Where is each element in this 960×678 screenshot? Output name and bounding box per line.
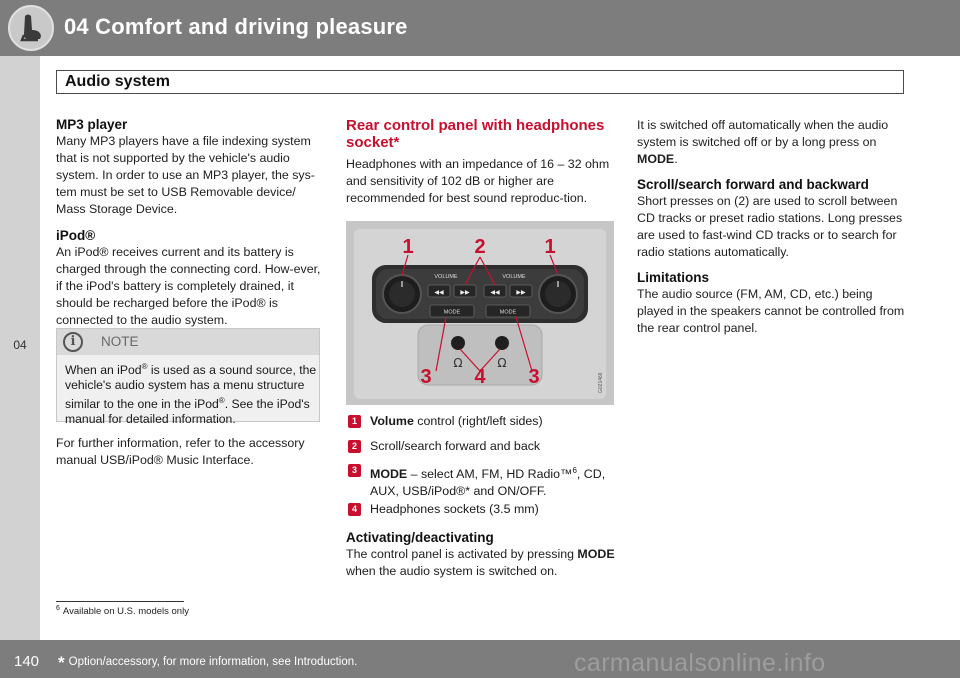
note-header: i NOTE bbox=[57, 329, 319, 355]
page-number: 140 bbox=[14, 653, 40, 670]
callout-3-right: 3 bbox=[528, 366, 539, 388]
activating-heading: Activating/deactivating bbox=[346, 530, 494, 545]
section-title: Audio system bbox=[65, 73, 170, 90]
callout-2: 2 bbox=[474, 236, 485, 258]
mp3-heading: MP3 player bbox=[56, 117, 128, 132]
svg-text:◀◀: ◀◀ bbox=[490, 290, 500, 296]
callout-badge: 3 bbox=[348, 464, 361, 477]
chapter-number: 04 bbox=[13, 338, 27, 352]
limitations-heading: Limitations bbox=[637, 270, 710, 285]
info-icon: i bbox=[63, 332, 83, 352]
continued-text: It is switched off automatically when th… bbox=[637, 118, 889, 166]
svg-text:Ω: Ω bbox=[453, 356, 462, 370]
chapter-header: 04 Comfort and driving pleasure bbox=[0, 0, 960, 56]
activating-section: Activating/deactivating The control pane… bbox=[346, 530, 616, 580]
mp3-body: Many MP3 players have a file indexing sy… bbox=[56, 134, 315, 216]
limitations-body: The audio source (FM, AM, CD, etc.) bein… bbox=[637, 287, 905, 335]
callout-1-right: 1 bbox=[544, 236, 555, 258]
chapter-side-tab: 04 bbox=[0, 56, 40, 640]
ipod-body: An iPod® receives current and its batter… bbox=[56, 245, 321, 327]
footnote-rule bbox=[56, 601, 184, 602]
callout-3-left: 3 bbox=[420, 366, 431, 388]
footer-note: *Option/accessory, for more information,… bbox=[58, 653, 358, 672]
page-footer: 140 *Option/accessory, for more informat… bbox=[0, 640, 960, 678]
callout-badge: 2 bbox=[348, 440, 361, 453]
section-bar: Audio system bbox=[56, 70, 904, 94]
mode-label-left: MODE bbox=[444, 310, 461, 316]
svg-text:◀◀: ◀◀ bbox=[434, 290, 444, 296]
scroll-heading: Scroll/search forward and backward bbox=[637, 177, 869, 192]
rear-panel-intro: Headphones with an impedance of 16 – 32 … bbox=[346, 157, 610, 205]
activating-body: The control panel is activated by pressi… bbox=[346, 547, 615, 578]
further-info: For further information, refer to the ac… bbox=[56, 436, 305, 467]
mode-label-right: MODE bbox=[500, 310, 517, 316]
scroll-body: Short presses on (2) are used to scroll … bbox=[637, 194, 903, 259]
image-code: G021466 bbox=[598, 372, 604, 393]
rear-control-panel-illustration: VOLUME VOLUME ◀◀ ▶▶ ◀◀ ▶▶ MODE MODE Ω Ω bbox=[346, 221, 614, 405]
left-column: MP3 player Many MP3 players have a file … bbox=[56, 117, 324, 329]
volume-label-left: VOLUME bbox=[434, 274, 458, 280]
svg-text:Ω: Ω bbox=[497, 356, 506, 370]
note-label: NOTE bbox=[101, 334, 139, 349]
middle-column: Rear control panel with headphones socke… bbox=[346, 117, 616, 207]
callout-1-left: 1 bbox=[402, 236, 413, 258]
volume-label-right: VOLUME bbox=[502, 274, 526, 280]
callout-4: 4 bbox=[474, 366, 486, 388]
ipod-heading: iPod® bbox=[56, 228, 96, 243]
note-box: i NOTE When an iPod® is used as a sound … bbox=[56, 328, 320, 426]
chapter-title: 04 Comfort and driving pleasure bbox=[64, 14, 408, 39]
svg-text:▶▶: ▶▶ bbox=[516, 290, 526, 296]
callout-badge: 1 bbox=[348, 415, 361, 428]
seat-icon bbox=[8, 5, 54, 51]
svg-text:▶▶: ▶▶ bbox=[460, 290, 470, 296]
note-body: When an iPod® is used as a sound source,… bbox=[65, 362, 317, 427]
watermark: carmanualsonline.info bbox=[574, 649, 826, 677]
rear-panel-heading: Rear control panel with headphones socke… bbox=[346, 117, 605, 151]
right-column: It is switched off automatically when th… bbox=[637, 117, 909, 337]
callout-badge: 4 bbox=[348, 503, 361, 516]
